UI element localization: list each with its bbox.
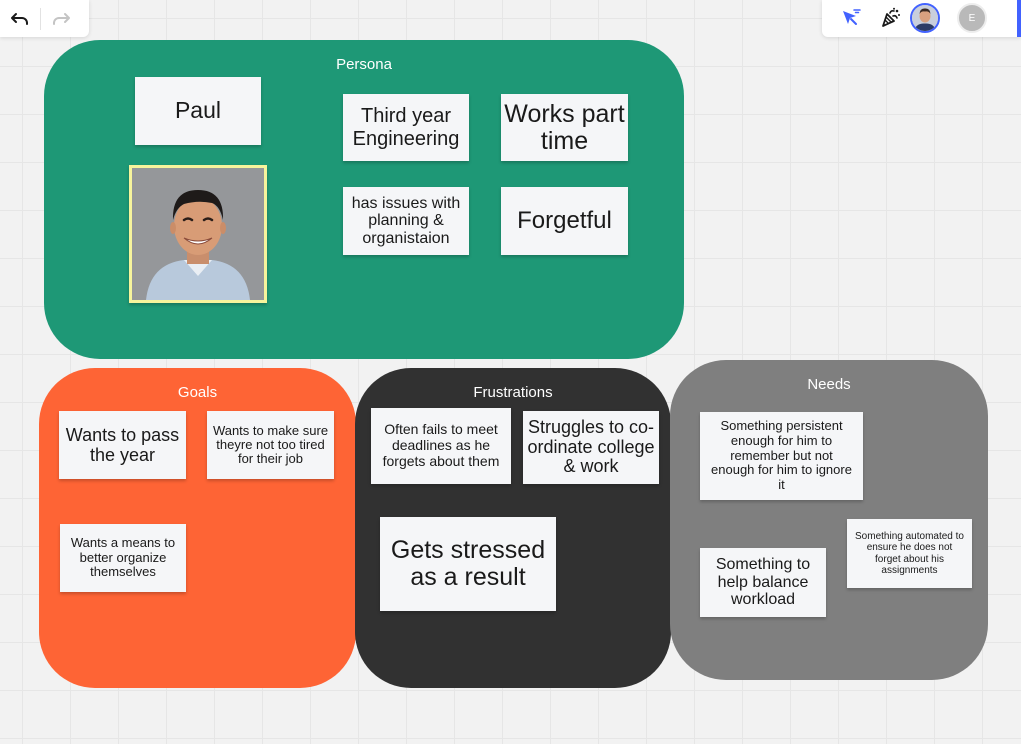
sticky-note-text: has issues with planning & organistaion bbox=[351, 194, 461, 247]
sticky-note-need-persistent[interactable]: Something persistent enough for him to r… bbox=[700, 412, 863, 500]
undo-redo-toolbar bbox=[0, 0, 89, 37]
collaborator-avatar[interactable]: E bbox=[957, 3, 987, 33]
sticky-note-planning[interactable]: has issues with planning & organistaion bbox=[343, 187, 469, 255]
sticky-note-text: Works part time bbox=[504, 100, 625, 155]
user-avatar-photo-icon bbox=[912, 5, 938, 31]
sticky-note-work[interactable]: Works part time bbox=[501, 94, 628, 161]
persona-photo-image bbox=[132, 168, 264, 300]
frustrations-frame-title: Frustrations bbox=[473, 384, 553, 401]
sticky-note-text: Forgetful bbox=[517, 206, 612, 234]
sticky-note-text: Wants a means to better organize themsel… bbox=[70, 534, 176, 580]
sticky-note-text: Gets stressed as a result bbox=[390, 535, 546, 591]
needs-frame-title: Needs bbox=[807, 376, 851, 393]
sticky-note-text: Wants to pass the year bbox=[65, 424, 180, 465]
cursor-filter-button[interactable] bbox=[835, 3, 865, 33]
sticky-note-frustration-deadlines[interactable]: Often fails to meet deadlines as he forg… bbox=[371, 408, 511, 484]
sticky-note-text: Often fails to meet deadlines as he forg… bbox=[382, 421, 500, 469]
sticky-note-text: Struggles to co-ordinate college & work bbox=[527, 417, 655, 477]
toolbar-edge bbox=[1017, 0, 1021, 37]
user-avatar[interactable] bbox=[910, 3, 940, 33]
redo-button[interactable] bbox=[41, 0, 81, 37]
sticky-note-text: Something to help balance workload bbox=[715, 556, 811, 609]
sticky-note-forgetful[interactable]: Forgetful bbox=[501, 187, 628, 255]
party-popper-icon bbox=[882, 7, 900, 27]
undo-icon bbox=[11, 12, 28, 25]
sticky-note-goal-organize[interactable]: Wants a means to better organize themsel… bbox=[60, 524, 186, 592]
sticky-note-text: Wants to make sure theyre not too tired … bbox=[212, 422, 329, 467]
redo-icon bbox=[53, 12, 70, 25]
toolbar-divider bbox=[40, 7, 41, 30]
collaboration-toolbar: E bbox=[822, 0, 1021, 37]
sticky-note-frustration-coordinate[interactable]: Struggles to co-ordinate college & work bbox=[523, 411, 659, 484]
sticky-note-text: Something automated to ensure he does no… bbox=[855, 531, 964, 576]
sticky-note-text: Something persistent enough for him to r… bbox=[711, 417, 852, 493]
goals-frame-title: Goals bbox=[177, 384, 218, 401]
cursor-arrow-icon bbox=[843, 9, 861, 25]
sticky-note-name[interactable]: Paul bbox=[135, 77, 261, 145]
sticky-note-goal-pass[interactable]: Wants to pass the year bbox=[59, 411, 186, 479]
sticky-note-need-automated[interactable]: Something automated to ensure he does no… bbox=[847, 519, 972, 588]
sticky-note-goal-tired[interactable]: Wants to make sure theyre not too tired … bbox=[207, 411, 334, 479]
celebrate-button[interactable] bbox=[875, 3, 905, 33]
sticky-note-frustration-stressed[interactable]: Gets stressed as a result bbox=[380, 517, 556, 611]
persona-photo[interactable] bbox=[129, 165, 267, 303]
sticky-note-text: Third year Engineering bbox=[352, 105, 460, 150]
undo-button[interactable] bbox=[0, 0, 40, 37]
sticky-note-need-balance[interactable]: Something to help balance workload bbox=[700, 548, 826, 617]
collaborator-initial: E bbox=[968, 12, 976, 24]
sticky-note-text: Paul bbox=[174, 97, 222, 124]
sticky-note-year[interactable]: Third year Engineering bbox=[343, 94, 469, 161]
persona-frame-title: Persona bbox=[336, 56, 392, 73]
